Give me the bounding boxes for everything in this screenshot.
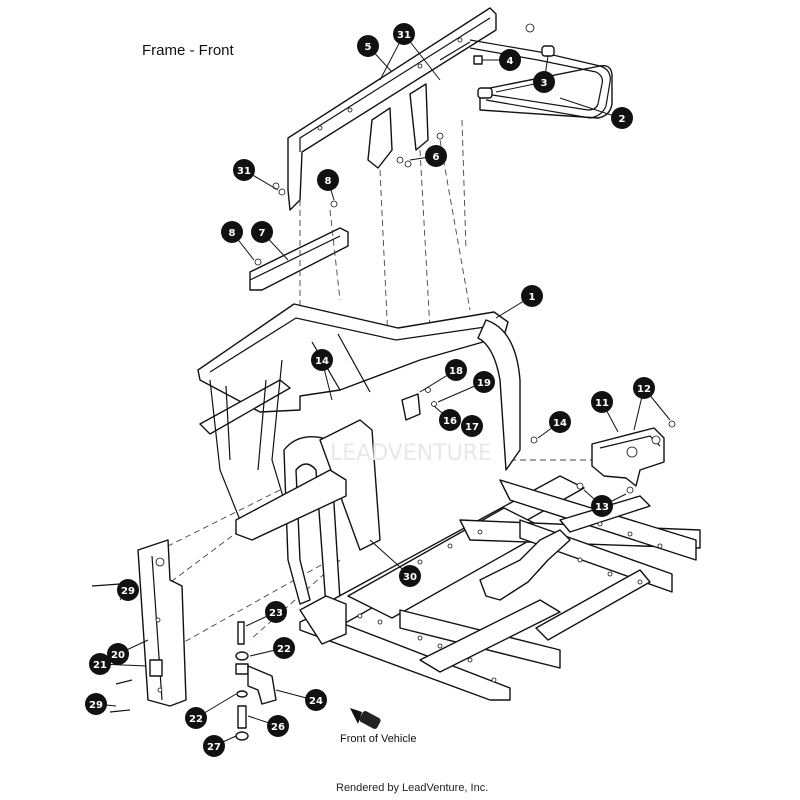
callout-20: 20 <box>107 643 129 665</box>
svg-text:6: 6 <box>433 152 440 163</box>
svg-text:26: 26 <box>271 722 285 733</box>
callout-27: 27 <box>203 735 225 757</box>
svg-text:22: 22 <box>277 644 291 655</box>
svg-text:19: 19 <box>477 378 491 389</box>
hinge-bracket <box>401 387 437 421</box>
diagram-title: Frame - Front <box>142 42 234 59</box>
callout-22-a: 22 <box>273 637 295 659</box>
callout-31-b: 31 <box>233 159 255 181</box>
side-mount-bracket <box>530 420 676 494</box>
callout-30: 30 <box>399 565 421 587</box>
svg-text:16: 16 <box>443 416 457 427</box>
callout-22-b: 22 <box>185 707 207 729</box>
svg-text:31: 31 <box>237 166 251 177</box>
callout-16: 16 <box>439 409 461 431</box>
svg-text:3: 3 <box>541 78 548 89</box>
svg-text:29: 29 <box>89 700 103 711</box>
callout-7: 7 <box>251 221 273 243</box>
svg-text:14: 14 <box>315 356 329 367</box>
callout-2: 2 <box>611 107 633 129</box>
side-panel <box>91 539 187 713</box>
svg-text:29: 29 <box>121 586 135 597</box>
svg-text:8: 8 <box>325 176 332 187</box>
callout-12: 12 <box>633 377 655 399</box>
svg-text:18: 18 <box>449 366 463 377</box>
svg-text:11: 11 <box>595 398 609 409</box>
svg-text:27: 27 <box>207 742 221 753</box>
callout-14-b: 14 <box>311 349 333 371</box>
callout-8-a: 8 <box>317 169 339 191</box>
callout-8-b: 8 <box>221 221 243 243</box>
front-of-vehicle-label: Front of Vehicle <box>340 733 417 745</box>
svg-text:1: 1 <box>529 292 536 303</box>
main-frame <box>197 303 701 701</box>
callout-5: 5 <box>357 35 379 57</box>
svg-text:2: 2 <box>619 114 626 125</box>
callout-1: 1 <box>521 285 543 307</box>
callout-4: 4 <box>499 49 521 71</box>
callout-29-a: 29 <box>117 579 139 601</box>
callout-3: 3 <box>533 71 555 93</box>
svg-text:13: 13 <box>595 502 609 513</box>
mounting-plate <box>249 227 349 291</box>
callout-6: 6 <box>425 145 447 167</box>
callout-21: 21 <box>89 653 111 675</box>
callout-24: 24 <box>305 689 327 711</box>
callout-31-a: 31 <box>393 23 415 45</box>
svg-text:31: 31 <box>397 30 411 41</box>
top-fasteners <box>272 23 535 208</box>
callout-23: 23 <box>265 601 287 623</box>
front-direction-arrow <box>350 708 381 729</box>
svg-text:21: 21 <box>93 660 107 671</box>
watermark: LEADVENTURE <box>330 441 492 466</box>
svg-text:7: 7 <box>259 228 266 239</box>
callout-17: 17 <box>461 415 483 437</box>
callout-13: 13 <box>591 495 613 517</box>
callout-29-b: 29 <box>85 693 107 715</box>
svg-text:8: 8 <box>229 228 236 239</box>
svg-text:22: 22 <box>189 714 203 725</box>
callout-18: 18 <box>445 359 467 381</box>
svg-text:14: 14 <box>553 418 567 429</box>
svg-text:24: 24 <box>309 696 323 707</box>
svg-text:30: 30 <box>403 572 417 583</box>
svg-text:12: 12 <box>637 384 651 395</box>
svg-text:17: 17 <box>465 422 479 433</box>
svg-text:23: 23 <box>269 608 283 619</box>
callout-19: 19 <box>473 371 495 393</box>
svg-text:5: 5 <box>365 42 372 53</box>
callout-11: 11 <box>591 391 613 413</box>
svg-text:4: 4 <box>507 56 514 67</box>
front-cross-bracket <box>287 7 497 211</box>
svg-text:20: 20 <box>111 650 125 661</box>
rendered-by-caption: Rendered by LeadVenture, Inc. <box>336 782 489 794</box>
hinge-assembly <box>235 621 277 741</box>
callouts: 1 2 3 4 5 6 7 8 8 11 12 13 14 14 16 17 1… <box>85 23 655 757</box>
frame-holes <box>357 521 663 683</box>
callout-14-a: 14 <box>549 411 571 433</box>
callout-26: 26 <box>267 715 289 737</box>
